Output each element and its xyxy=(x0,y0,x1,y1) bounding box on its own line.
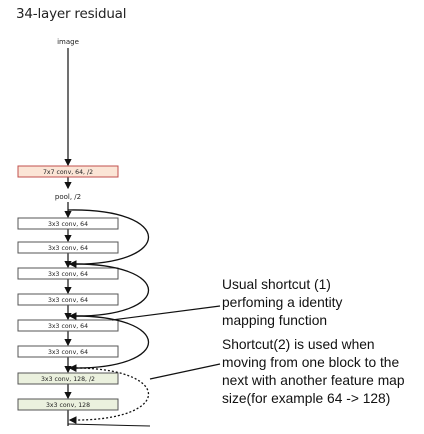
annotation-line: next with another feature map xyxy=(222,373,405,388)
layer-box xyxy=(17,217,119,230)
layer-box xyxy=(17,293,119,306)
pool-label: pool, /2 xyxy=(55,193,81,201)
identity-shortcut xyxy=(67,315,149,373)
annotation-pointer xyxy=(149,363,221,380)
layer-label: 3x3 conv, 128 xyxy=(46,402,90,409)
identity-shortcut xyxy=(67,263,149,321)
usual-shortcut-annotation: Usual shortcut (1) perfoming a identity … xyxy=(222,276,342,330)
layer-label: 3x3 conv, 64 xyxy=(48,323,88,330)
projection-shortcut-annotation: Shortcut(2) is used when moving from one… xyxy=(222,336,405,408)
annotation-line: mapping function xyxy=(222,313,328,328)
layer-label: 3x3 conv, 64 xyxy=(48,349,88,356)
layer-label: 3x3 conv, 64 xyxy=(48,245,88,252)
layer-label: 7x7 conv, 64, /2 xyxy=(43,169,93,176)
layer-label: 3x3 conv, 64 xyxy=(48,271,88,278)
layer-box xyxy=(17,372,119,385)
projection-shortcut xyxy=(67,367,149,425)
layer-box xyxy=(17,319,119,332)
annotation-line: moving from one block to the xyxy=(222,355,400,370)
layer-box xyxy=(17,398,119,411)
identity-shortcut xyxy=(67,209,149,269)
annotation-line: size(for example 64 -> 128) xyxy=(222,391,391,406)
input-label: image xyxy=(57,38,79,46)
diagram-title: 34-layer residual xyxy=(16,6,127,22)
layer-box xyxy=(17,345,119,358)
annotation-line: Shortcut(2) is used when xyxy=(222,337,375,352)
layer-label: 3x3 conv, 128, /2 xyxy=(41,376,95,383)
layer-box xyxy=(17,165,119,178)
annotation-pointer xyxy=(111,305,221,321)
output-line xyxy=(67,423,151,427)
layer-label: 3x3 conv, 64 xyxy=(48,221,88,228)
annotation-line: perfoming a identity xyxy=(222,295,343,310)
layer-label: 3x3 conv, 64 xyxy=(48,297,88,304)
annotation-line: Usual shortcut (1) xyxy=(222,277,331,292)
layer-box xyxy=(17,267,119,280)
layer-box xyxy=(17,241,119,254)
